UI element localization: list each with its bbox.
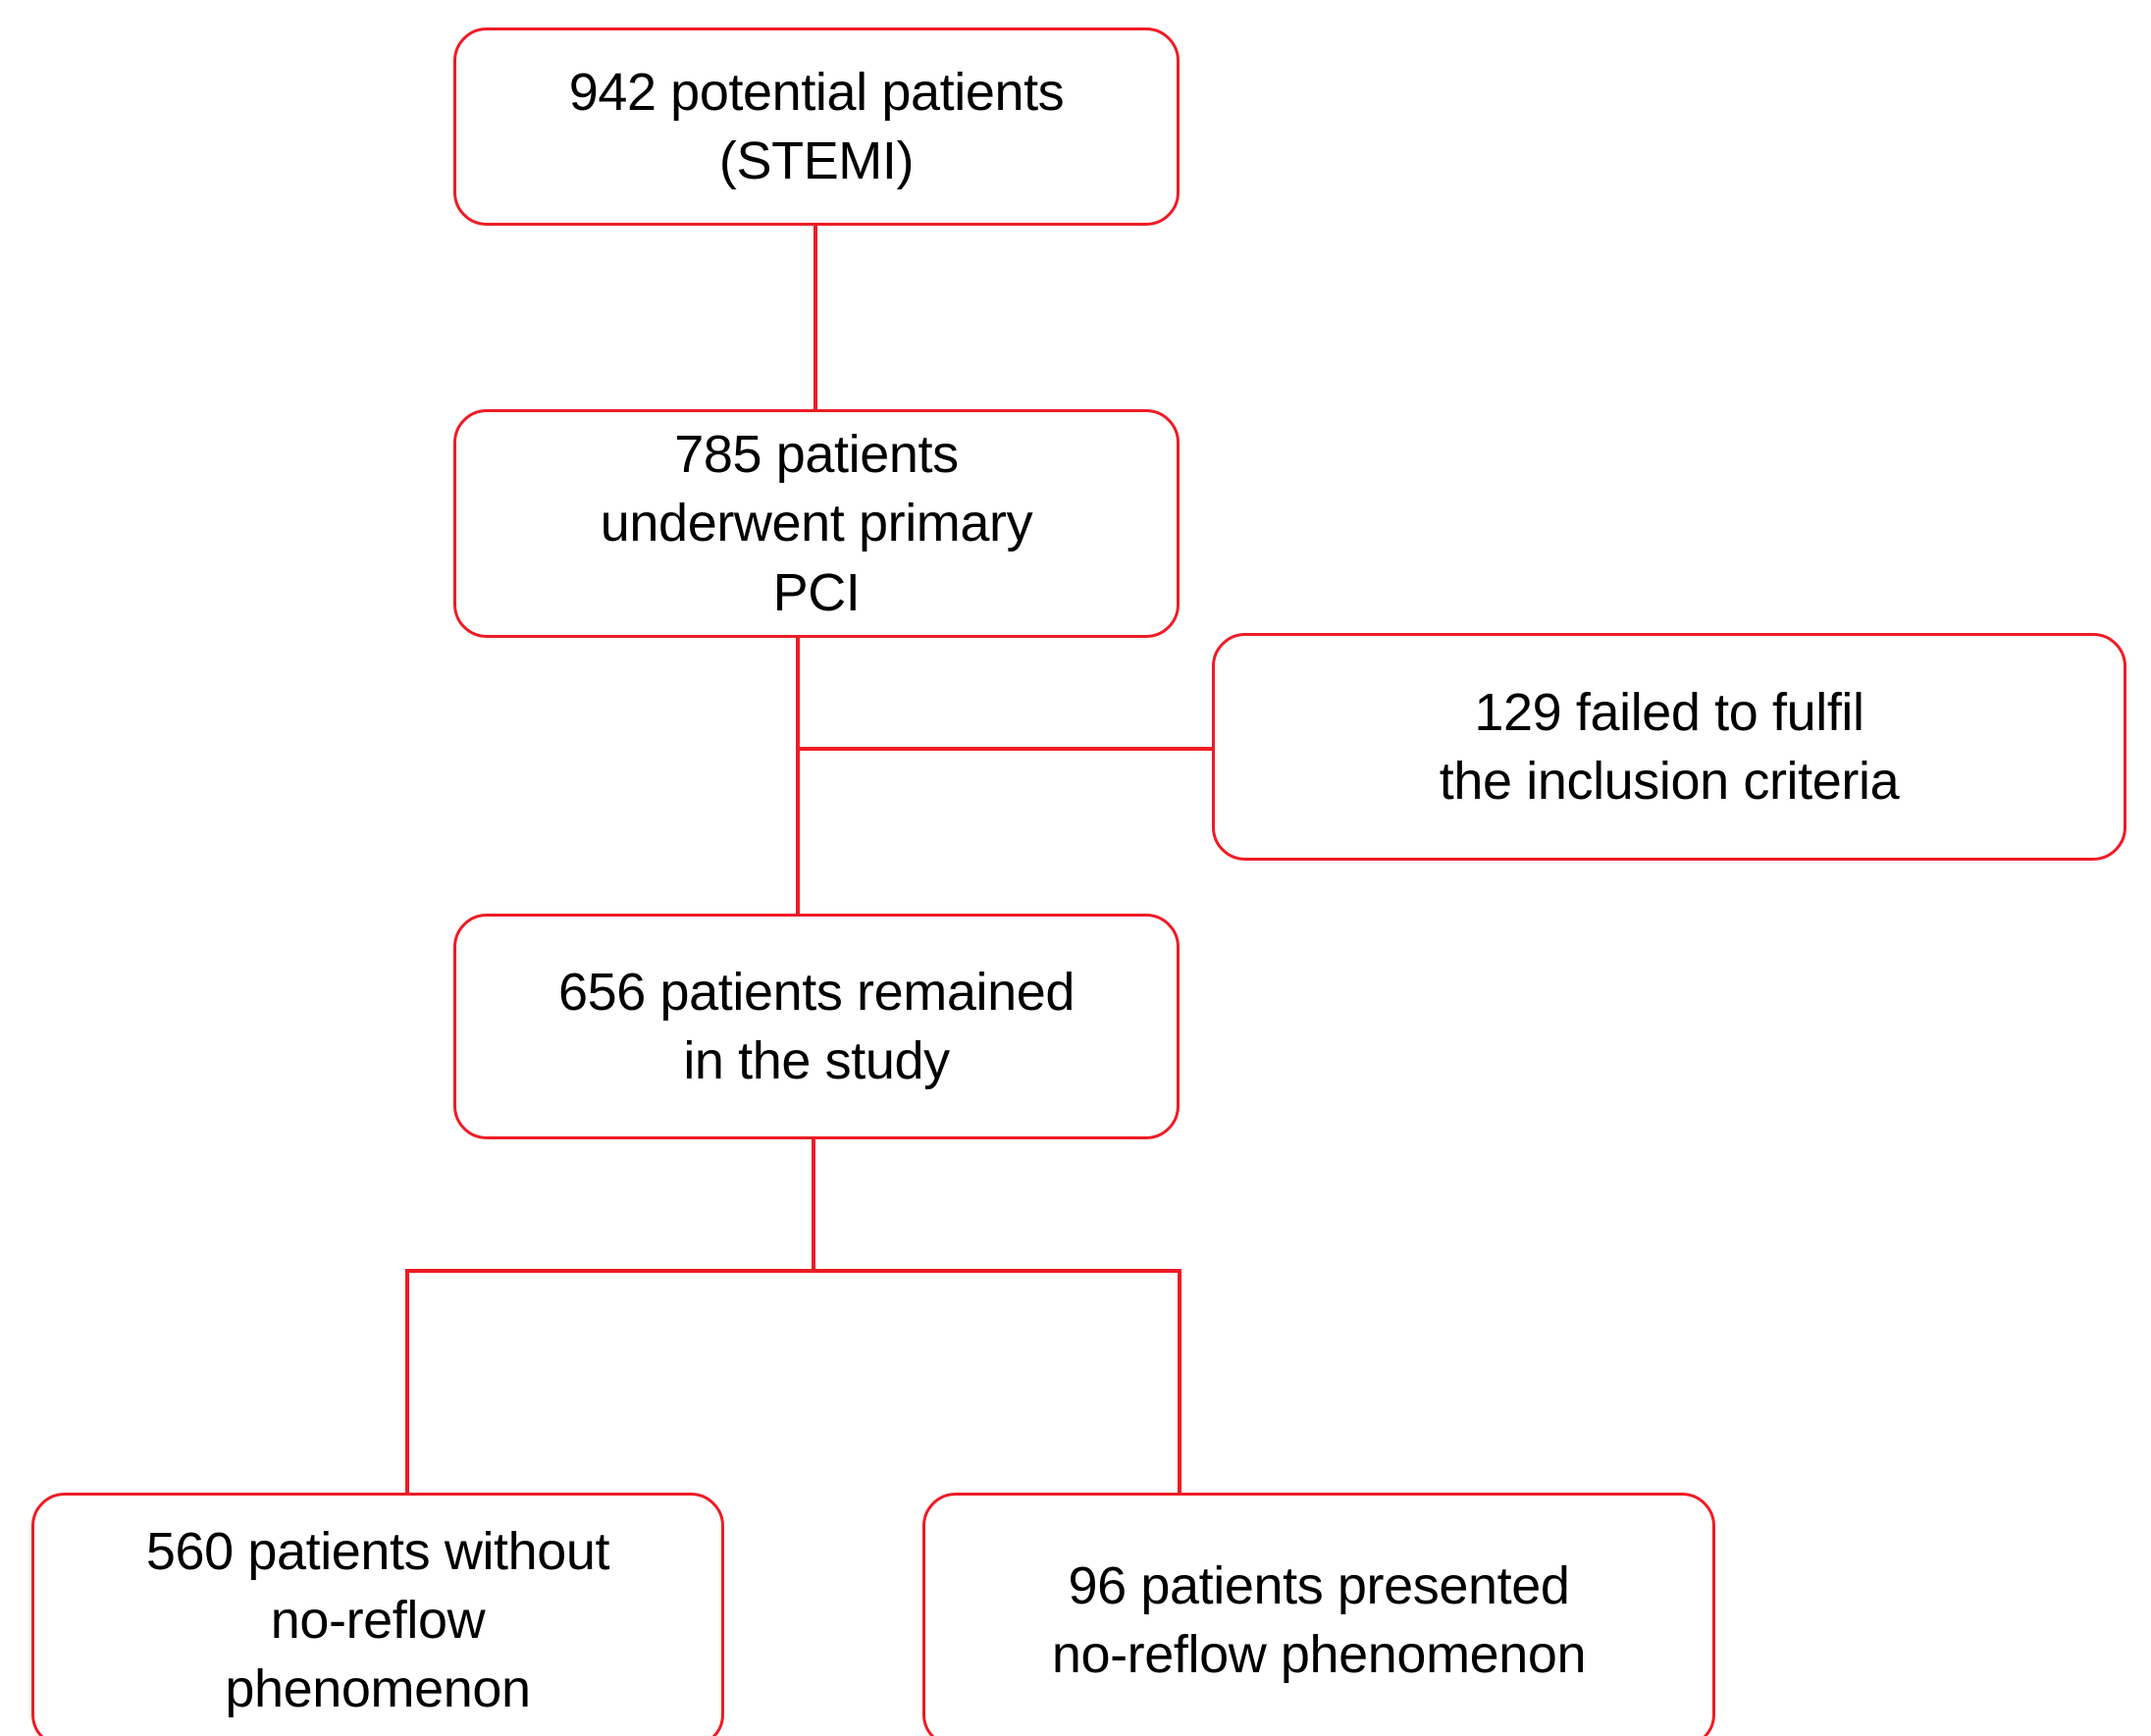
connector-remained-to-split xyxy=(812,1137,815,1272)
node-remained-in-study-label: 656 patients remained in the study xyxy=(558,962,1075,1090)
node-potential-patients-label: 942 potential patients (STEMI) xyxy=(568,62,1065,190)
connector-primary-pci-to-remained xyxy=(796,636,800,916)
node-no-reflow-present: 96 patients presented no-reflow phenomen… xyxy=(922,1493,1715,1736)
connector-split-to-no-reflow-present xyxy=(1178,1269,1181,1495)
node-no-reflow-present-label: 96 patients presented no-reflow phenomen… xyxy=(1051,1555,1587,1684)
node-no-reflow-absent-label: 560 patients without no-reflow phenomeno… xyxy=(145,1521,610,1719)
connector-split-to-no-reflow-absent xyxy=(405,1269,409,1495)
node-excluded-inclusion-criteria-label: 129 failed to fulfil the inclusion crite… xyxy=(1439,682,1900,811)
node-potential-patients: 942 potential patients (STEMI) xyxy=(453,27,1180,226)
connector-potential-to-primary-pci xyxy=(813,224,817,411)
connector-primary-pci-to-excluded xyxy=(796,747,1214,751)
node-primary-pci-label: 785 patients underwent primary PCI xyxy=(600,425,1033,622)
connector-split-bar xyxy=(405,1269,1181,1273)
node-primary-pci: 785 patients underwent primary PCI xyxy=(453,409,1180,638)
node-excluded-inclusion-criteria: 129 failed to fulfil the inclusion crite… xyxy=(1212,633,2126,861)
node-no-reflow-absent: 560 patients without no-reflow phenomeno… xyxy=(31,1493,724,1736)
node-remained-in-study: 656 patients remained in the study xyxy=(453,914,1180,1139)
